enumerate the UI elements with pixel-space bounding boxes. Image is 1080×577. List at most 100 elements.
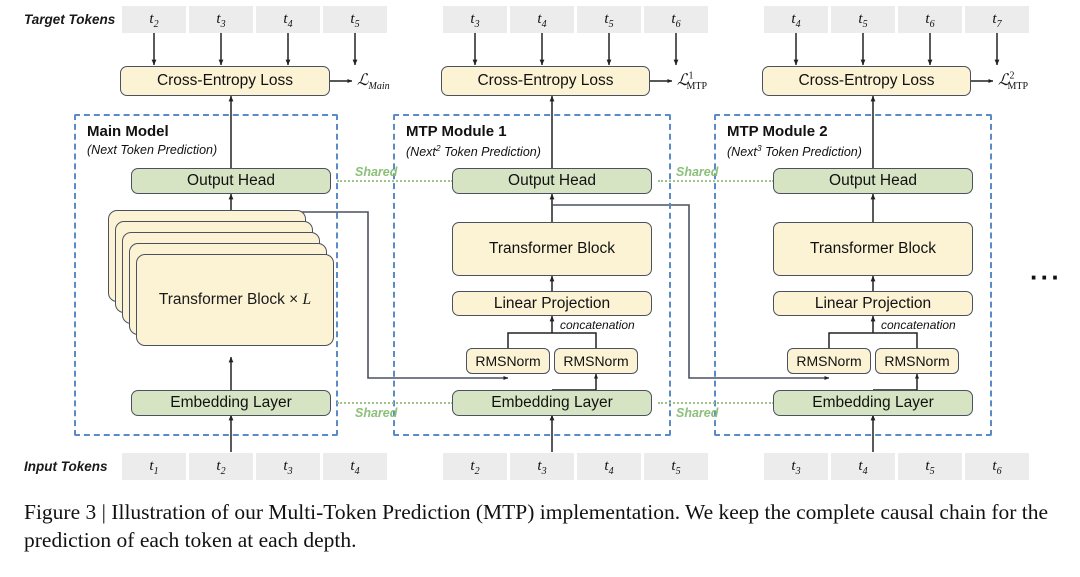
rmsnorm-box-right-mtp2: RMSNorm [875,348,959,374]
main-model-title: Main Model [87,123,169,140]
main-model-subtitle: (Next Token Prediction) [87,143,218,157]
token-label: t7 [992,11,1002,30]
embedding-layer-label: Embedding Layer [170,394,292,411]
cross-entropy-loss-box: Cross-Entropy Loss [762,66,971,96]
mtp-module-1-frame [393,114,671,436]
mtp-module-1-title: MTP Module 1 [406,123,507,140]
loss-symbol-main: ℒMain [357,72,390,93]
output-head-box-mtp2: Output Head [773,168,973,194]
token-label: t2 [149,11,159,30]
embedding-layer-label: Embedding Layer [491,394,613,411]
input-token-chip: t3 [256,453,320,480]
loss-symbol-mtp1: ℒ1MTP [677,70,708,93]
token-label: t4 [350,458,360,477]
input-token-chip: t4 [323,453,387,480]
target-token-chip: t5 [323,6,387,33]
linear-projection-box-mtp2: Linear Projection [773,291,973,316]
transformer-block-label: Transformer Block × L [158,291,312,308]
target-token-chip: t6 [898,6,962,33]
shared-label: Shared [355,406,398,420]
target-token-chip: t5 [577,6,641,33]
shared-label: Shared [355,165,398,179]
shared-label: Shared [676,406,719,420]
target-token-chip: t4 [764,6,828,33]
main-model-frame [74,114,338,436]
loss-symbol-mtp2: ℒ2MTP [998,70,1029,93]
token-label: t3 [791,458,801,477]
embedding-layer-box-main: Embedding Layer [131,390,331,416]
rmsnorm-label: RMSNorm [475,353,541,369]
embedding-layer-label: Embedding Layer [812,394,934,411]
shared-label: Shared [676,165,719,179]
target-token-chip: t3 [443,6,507,33]
input-token-chip: t5 [644,453,708,480]
target-token-chip: t7 [965,6,1029,33]
target-tokens-row-label: Target Tokens [24,12,116,27]
shared-link-embedding [337,402,453,404]
rmsnorm-box-right-mtp1: RMSNorm [554,348,638,374]
rmsnorm-box-left-mtp2: RMSNorm [787,348,871,374]
token-label: t5 [604,11,614,30]
continuation-ellipsis: ··· [1030,262,1062,292]
mtp-module-2-title: MTP Module 2 [727,123,828,140]
input-token-chip: t4 [577,453,641,480]
cross-entropy-loss-box: Cross-Entropy Loss [441,66,650,96]
concatenation-label: concatenation [881,318,956,332]
input-token-chip: t3 [764,453,828,480]
input-token-chip: t4 [831,453,895,480]
token-label: t3 [470,11,480,30]
embedding-layer-box-mtp1: Embedding Layer [452,390,652,416]
token-label: t5 [925,458,935,477]
transformer-block-box-mtp1: Transformer Block [452,222,652,276]
mtp-module-2-subtitle: (Next3 Token Prediction) [727,143,862,160]
token-label: t6 [992,458,1002,477]
linear-projection-label: Linear Projection [814,294,932,312]
token-label: t4 [791,11,801,30]
target-token-chip: t3 [189,6,253,33]
cross-entropy-loss-label: Cross-Entropy Loss [798,72,935,89]
target-token-chip: t6 [644,6,708,33]
rmsnorm-box-left-mtp1: RMSNorm [466,348,550,374]
transformer-block-label: Transformer Block [809,240,937,257]
mtp-module-2-frame [714,114,992,436]
target-token-chip: t4 [510,6,574,33]
token-label: t2 [470,458,480,477]
token-label: t5 [350,11,360,30]
cross-entropy-loss-box: Cross-Entropy Loss [120,66,330,96]
transformer-stack-layer-front: Transformer Block × L [136,254,334,346]
token-label: t3 [537,458,547,477]
rmsnorm-label: RMSNorm [884,353,950,369]
input-token-chip: t2 [189,453,253,480]
transformer-block-box-mtp2: Transformer Block [773,222,973,276]
token-label: t2 [216,458,226,477]
output-head-label: Output Head [829,172,917,189]
target-token-chip: t4 [256,6,320,33]
concatenation-label: concatenation [560,318,635,332]
token-label: t4 [283,11,293,30]
output-head-box-mtp1: Output Head [452,168,652,194]
linear-projection-box-mtp1: Linear Projection [452,291,652,316]
shared-link-embedding [658,402,774,404]
input-tokens-row-label: Input Tokens [24,459,108,474]
cross-entropy-loss-label: Cross-Entropy Loss [156,72,294,89]
token-label: t5 [858,11,868,30]
input-token-chip: t1 [122,453,186,480]
transformer-block-stack-main: Transformer Block × L [108,210,334,360]
output-head-label: Output Head [187,172,275,189]
token-label: t6 [671,11,681,30]
token-label: t5 [671,458,681,477]
target-token-chip: t2 [122,6,186,33]
mtp-module-1-subtitle: (Next2 Token Prediction) [406,143,541,160]
token-label: t3 [283,458,293,477]
cross-entropy-loss-label: Cross-Entropy Loss [477,72,614,89]
token-label: t4 [858,458,868,477]
shared-link-output-head [658,180,774,182]
token-label: t3 [216,11,226,30]
input-token-chip: t6 [965,453,1029,480]
token-label: t1 [149,458,159,477]
embedding-layer-box-mtp2: Embedding Layer [773,390,973,416]
input-token-chip: t2 [443,453,507,480]
token-label: t6 [925,11,935,30]
shared-link-output-head [337,180,453,182]
